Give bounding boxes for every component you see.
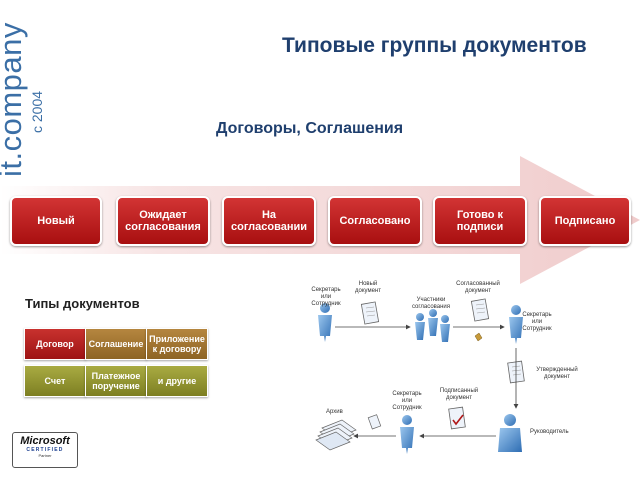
signed-document-icon xyxy=(448,406,466,430)
stage-in-approval: На согласовании xyxy=(222,196,316,246)
label-approved-document: Утвержденный документ xyxy=(536,367,578,380)
stage-ready-to-sign: Готово к подписи xyxy=(433,196,527,246)
participants-group-icon xyxy=(415,309,450,342)
person-secretary-top-icon xyxy=(318,303,332,342)
person-secretary-right-icon xyxy=(509,305,523,344)
page-title: Типовые группы документов xyxy=(282,34,587,57)
stage-new: Новый xyxy=(10,196,102,246)
new-document-icon xyxy=(360,301,380,325)
doc-types-title: Типы документов xyxy=(25,296,140,311)
document-to-archive-icon xyxy=(367,414,382,430)
doc-type-others: и другие xyxy=(146,365,208,397)
stage-signed: Подписано xyxy=(539,196,631,246)
stage-approved: Согласовано xyxy=(328,196,422,246)
doc-type-contract-appendix: Приложение к договору xyxy=(146,328,208,360)
label-participants: Участники согласования xyxy=(411,297,451,310)
label-new-document: Новый документ xyxy=(355,281,381,294)
person-secretary-bottom-icon xyxy=(400,415,414,454)
label-secretary-right: Секретарь или Сотрудник xyxy=(522,312,552,332)
label-agreed-document: Согласованный документ xyxy=(456,281,500,294)
microsoft-certified-partner-logo: Microsoft CERTIFIED Partner xyxy=(12,432,78,468)
logo-line-1: Microsoft xyxy=(20,435,70,447)
brand-since: с 2004 xyxy=(29,90,45,133)
label-signed-document: Подписанный документ xyxy=(439,388,479,401)
label-secretary-bottom: Секретарь или Сотрудник xyxy=(392,391,422,411)
section-title: Договоры, Соглашения xyxy=(216,120,404,137)
archive-stack-icon xyxy=(315,419,357,451)
flow-arrow-shape xyxy=(0,156,640,284)
doc-type-agreement: Соглашение xyxy=(85,328,147,360)
label-secretary-top: Секретарь или Сотрудник xyxy=(311,287,341,307)
label-manager: Руководитель xyxy=(530,429,569,435)
agreed-document-icon xyxy=(470,298,490,342)
doc-type-invoice: Счет xyxy=(24,365,86,397)
label-archive: Архив xyxy=(326,409,343,415)
doc-type-payment-order: Платежное поручение xyxy=(85,365,147,397)
logo-line-2: CERTIFIED xyxy=(26,447,64,453)
person-manager-icon xyxy=(498,414,522,452)
doc-type-contract: Договор xyxy=(24,328,86,360)
stage-awaiting-approval: Ожидает согласования xyxy=(116,196,210,246)
logo-line-3: Partner xyxy=(38,453,52,458)
process-diagram xyxy=(315,298,525,454)
